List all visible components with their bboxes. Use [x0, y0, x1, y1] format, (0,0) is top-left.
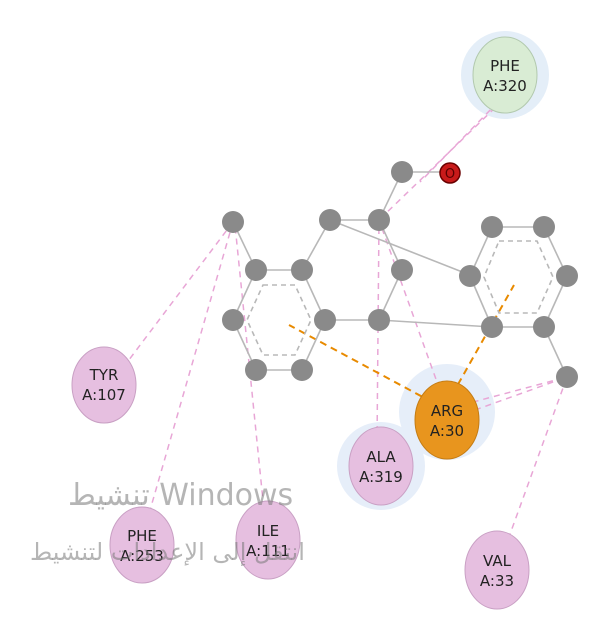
residue-position: A:320	[483, 77, 527, 95]
carbon-atom	[314, 309, 336, 331]
residue-name: ALA	[366, 448, 396, 466]
residue-ile111: ILE A:111	[235, 500, 301, 580]
residue-position: A:111	[246, 542, 290, 560]
aromatic-ring	[246, 284, 312, 356]
alkyl-interaction-line	[461, 376, 568, 406]
carbon-atom	[556, 366, 578, 388]
residue-node	[348, 426, 414, 506]
pi-interaction-line	[378, 99, 504, 221]
carbon-atom	[222, 309, 244, 331]
residue-phe253: PHE A:253	[109, 506, 175, 584]
residue-node	[472, 36, 538, 114]
carbon-atom	[391, 161, 413, 183]
alkyl-interaction-line	[234, 224, 268, 541]
alkyl-interaction-line	[109, 221, 234, 386]
carbon-atom	[368, 209, 390, 231]
pi-interaction-line	[419, 101, 499, 183]
pi-cation-line	[288, 324, 433, 403]
alkyl-interaction-line	[474, 376, 568, 411]
carbon-atom	[368, 309, 390, 331]
carbon-atom	[533, 216, 555, 238]
aromatic-ring	[483, 240, 554, 314]
residue-name: ILE	[257, 522, 279, 540]
oxygen-atom-label: O	[445, 167, 455, 182]
carbon-atom	[481, 216, 503, 238]
ligand-atoms	[222, 161, 578, 388]
carbon-atom	[481, 316, 503, 338]
bond	[329, 219, 471, 276]
residue-node	[464, 530, 530, 610]
residue-position: A:319	[359, 468, 403, 486]
residue-node	[235, 500, 301, 580]
pi-cation-line	[451, 284, 515, 396]
residue-tyr107: TYR A:107	[71, 346, 137, 424]
residue-phe320: PHE A:320	[472, 36, 538, 114]
residue-name: TYR	[89, 366, 119, 384]
carbon-atom	[533, 316, 555, 338]
residue-position: A:30	[430, 422, 464, 440]
interaction-lines	[109, 99, 568, 571]
residue-name: ARG	[431, 402, 463, 420]
carbon-atom	[391, 259, 413, 281]
residue-position: A:33	[480, 572, 514, 590]
residue-val33: VAL A:33	[464, 530, 530, 610]
carbon-atom	[459, 265, 481, 287]
residue-node	[109, 506, 175, 584]
carbon-atom	[291, 359, 313, 381]
alkyl-interaction-line	[376, 219, 380, 444]
alkyl-interaction-line	[378, 219, 448, 411]
residue-position: A:253	[120, 547, 164, 565]
carbon-atom	[245, 259, 267, 281]
oxygen-atom	[439, 162, 461, 184]
carbon-atom	[319, 209, 341, 231]
carbon-atom	[556, 265, 578, 287]
alkyl-interaction-line	[139, 221, 234, 546]
residue-name: PHE	[127, 527, 157, 545]
residue-position: A:107	[82, 386, 126, 404]
residue-name: PHE	[490, 57, 520, 75]
residue-arg30: ARG A:30	[414, 380, 480, 460]
carbon-atom	[291, 259, 313, 281]
bond	[378, 319, 493, 328]
residue-node	[414, 380, 480, 460]
residue-name: VAL	[483, 552, 512, 570]
residue-ala319: ALA A:319	[348, 426, 414, 506]
residue-node	[71, 346, 137, 424]
carbon-atom	[222, 211, 244, 233]
carbon-atom	[245, 359, 267, 381]
